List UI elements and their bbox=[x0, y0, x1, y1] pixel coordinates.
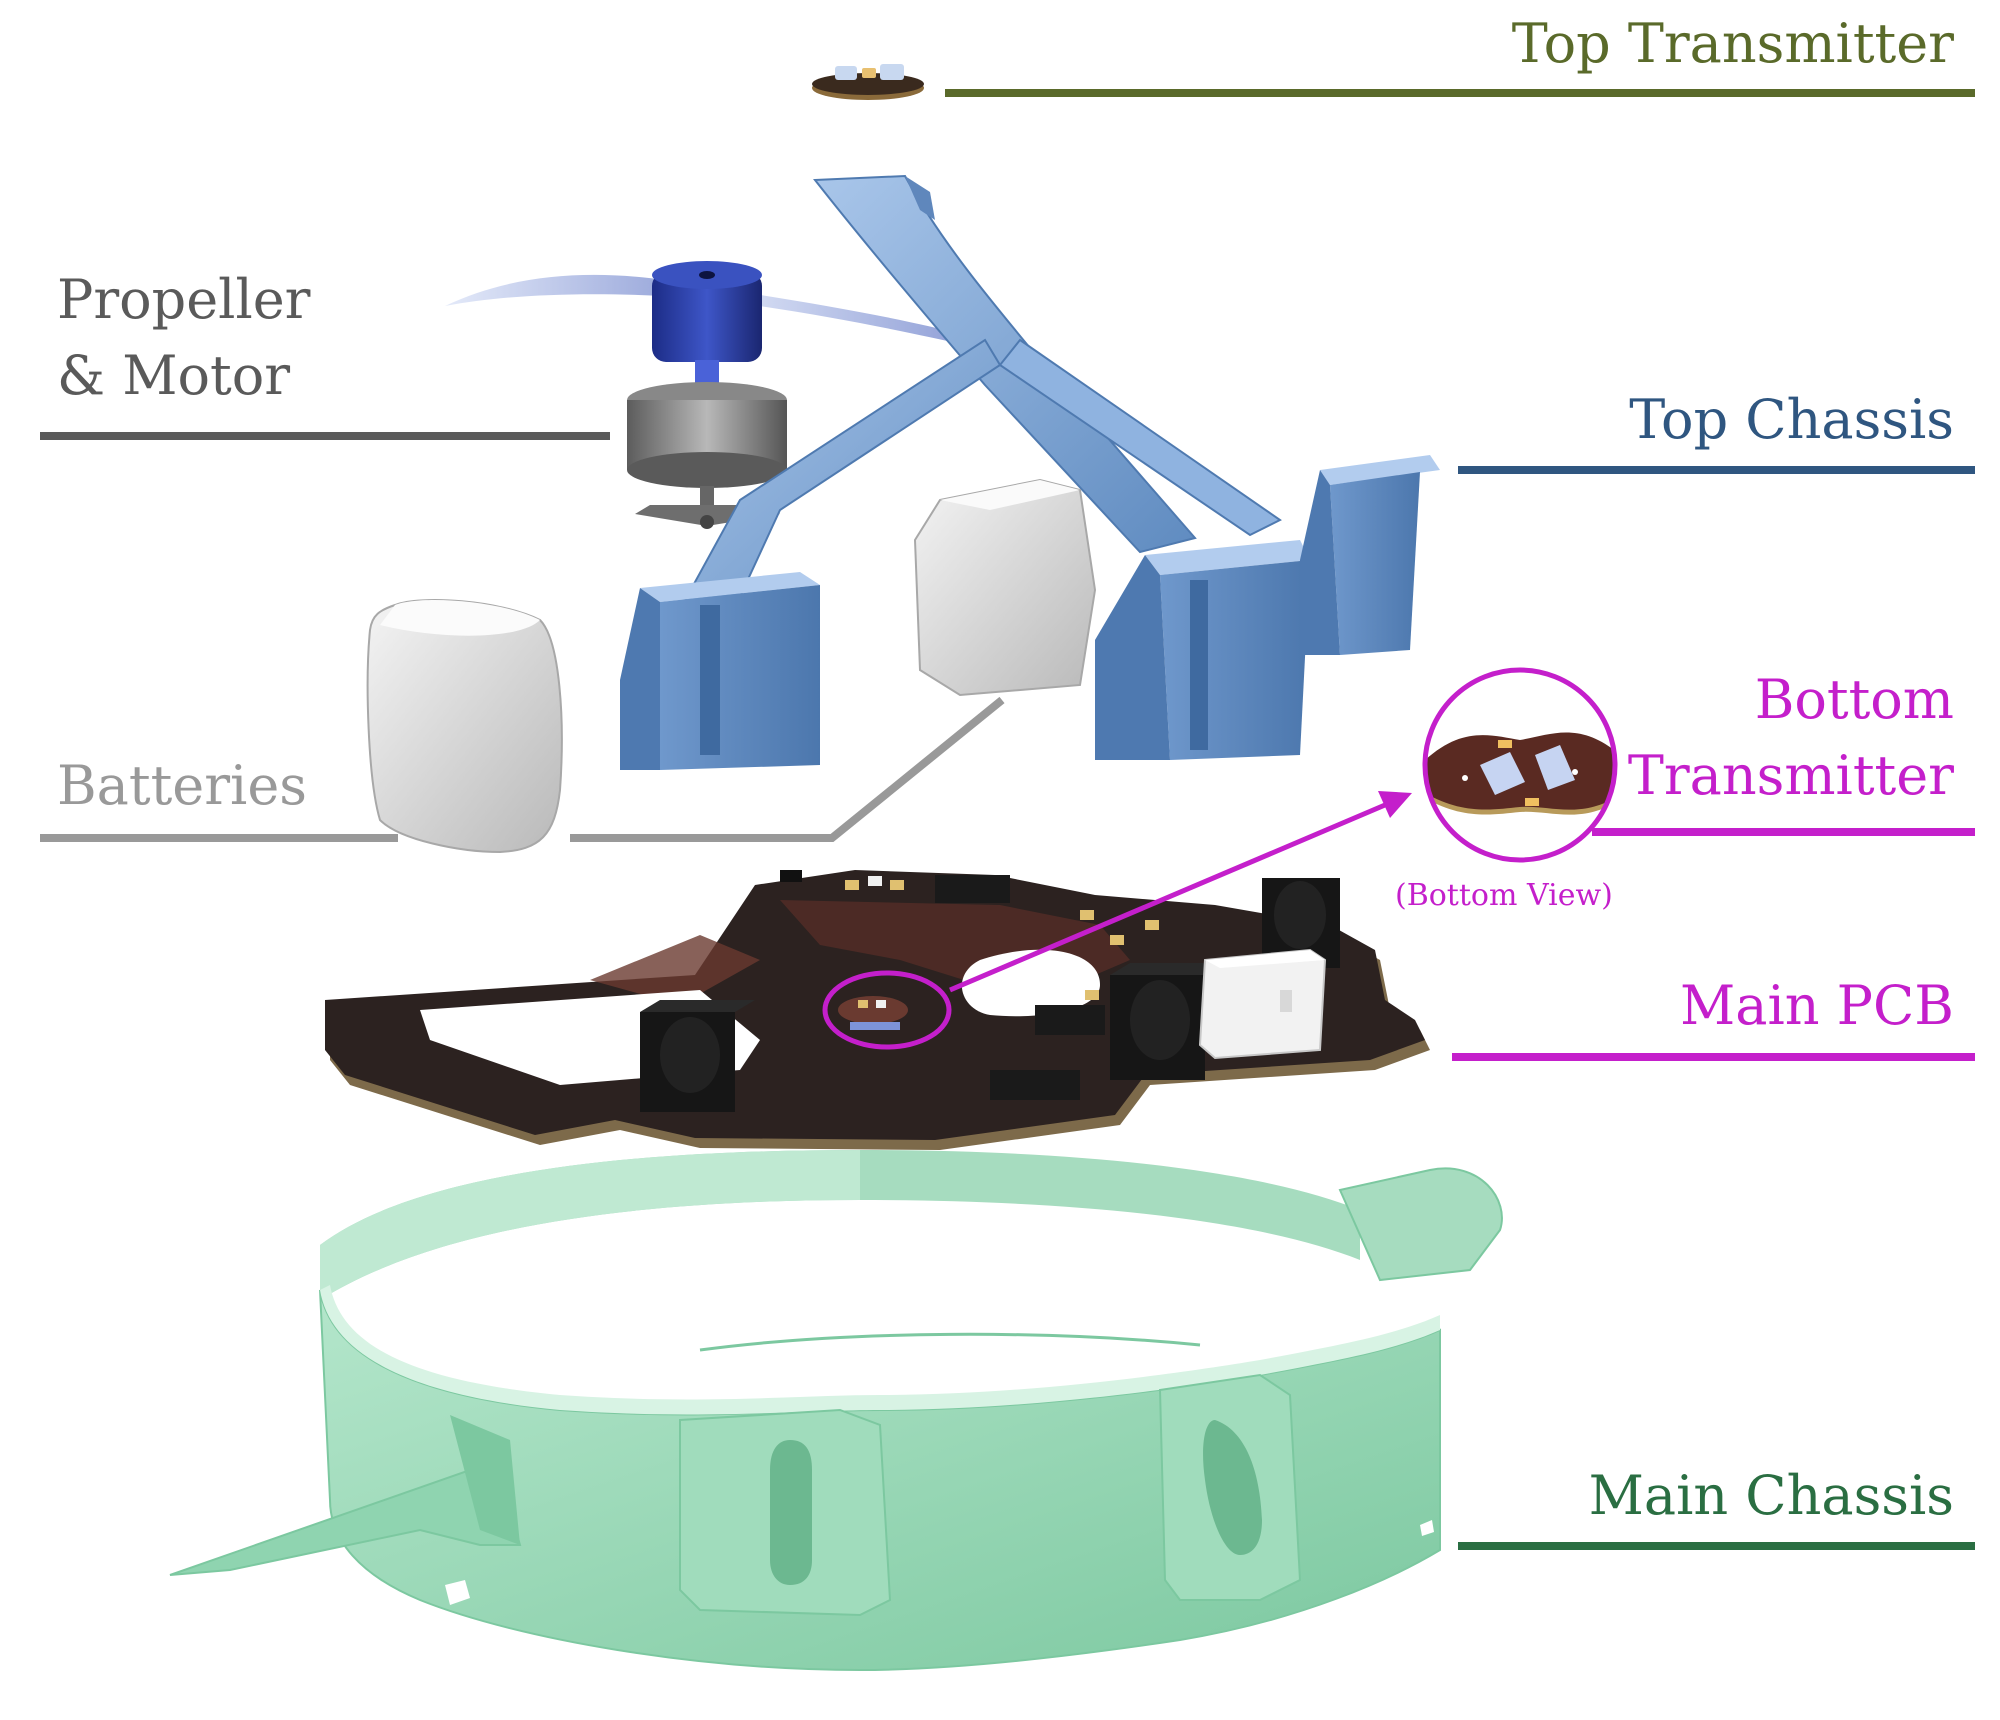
zoom-circle bbox=[1422, 667, 1618, 863]
top-chassis-part bbox=[620, 174, 1440, 770]
pcb-transmitter-highlight bbox=[822, 970, 952, 1050]
label-bottom-transmitter-line2: Transmitter bbox=[1627, 744, 1954, 807]
batteries-leader-branch bbox=[570, 696, 1005, 842]
top-transmitter-part bbox=[812, 64, 924, 100]
zoom-arrowhead bbox=[1378, 791, 1412, 818]
label-top-transmitter: Top Transmitter bbox=[1511, 12, 1954, 75]
main-chassis-part bbox=[169, 1150, 1503, 1672]
label-top-chassis: Top Chassis bbox=[1629, 388, 1954, 451]
bottom-transmitter-zoom bbox=[822, 667, 1618, 1050]
label-main-chassis: Main Chassis bbox=[1588, 1464, 1954, 1527]
main-pcb-part bbox=[325, 870, 1430, 1150]
label-main-pcb: Main PCB bbox=[1679, 974, 1954, 1037]
zoom-arrow bbox=[949, 802, 1386, 993]
label-propeller-line2: & Motor bbox=[57, 344, 291, 407]
label-bottom-view: (Bottom View) bbox=[1395, 878, 1613, 913]
batteries-part bbox=[366, 478, 1097, 854]
label-batteries: Batteries bbox=[57, 754, 307, 817]
propeller-motor-part bbox=[445, 261, 965, 529]
label-bottom-transmitter-line1: Bottom bbox=[1754, 668, 1954, 731]
label-propeller-line1: Propeller bbox=[57, 268, 311, 331]
